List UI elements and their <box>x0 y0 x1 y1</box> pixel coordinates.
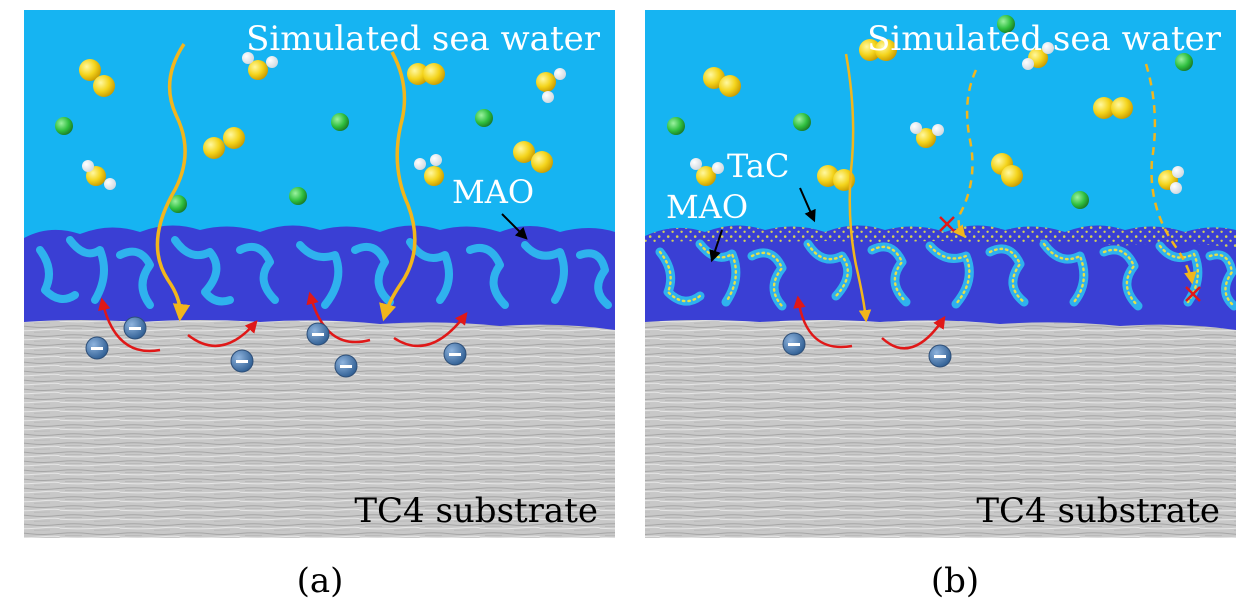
chloride-ion <box>1175 53 1193 71</box>
corrosion-path <box>379 51 417 322</box>
electron-path <box>306 291 371 344</box>
water-molecule <box>910 122 944 148</box>
oxygen-molecule <box>991 153 1023 187</box>
tac-pore-lining <box>658 242 1236 308</box>
mao-label: MAO <box>666 188 748 226</box>
oxygen-molecule <box>1093 97 1133 119</box>
oxygen-molecule <box>407 63 445 85</box>
chloride-ion <box>331 113 349 131</box>
mao-label: MAO <box>452 173 534 211</box>
electron-path <box>98 297 161 353</box>
mao-pores <box>36 236 612 309</box>
water-molecule <box>242 52 278 80</box>
chloride-ion <box>289 187 307 205</box>
water-molecule <box>82 160 116 190</box>
electron-path <box>881 315 946 350</box>
chloride-ion <box>997 15 1015 33</box>
minus-circle-icon <box>123 316 147 340</box>
minus-circle-icon <box>306 322 330 346</box>
tac-surface-coverage <box>645 225 1236 248</box>
tac-pointer <box>799 187 816 223</box>
oxygen-molecule <box>513 141 553 173</box>
mao-pointer <box>709 229 723 263</box>
water-molecule <box>414 154 444 186</box>
corrosion-path-blocked <box>1144 63 1197 285</box>
panel-caption-a: (a) <box>297 561 344 601</box>
panel-b: Simulated sea water TaC MAO TC4 substrat… <box>645 10 1236 538</box>
corrosion-path <box>844 53 872 323</box>
substrate-label: TC4 substrate <box>976 491 1220 531</box>
chloride-ion <box>1071 191 1089 209</box>
tac-label: TaC <box>727 147 789 185</box>
oxygen-molecule <box>203 127 245 159</box>
chloride-ion <box>475 109 493 127</box>
chloride-ion <box>55 117 73 135</box>
mao-layer <box>645 225 1236 330</box>
electron-path <box>793 295 853 349</box>
environment-label: Simulated sea water <box>246 19 601 59</box>
oxygen-molecule <box>79 59 115 97</box>
chloride-ion <box>793 113 811 131</box>
oxygen-molecule <box>859 39 897 61</box>
minus-circle-icon <box>928 344 952 368</box>
electron-path <box>187 320 258 348</box>
chloride-ion <box>667 117 685 135</box>
substrate-label: TC4 substrate <box>354 491 598 531</box>
corrosion-path-blocked <box>952 69 978 238</box>
minus-circle-icon <box>443 342 467 366</box>
water-molecule <box>536 68 566 103</box>
water-molecule <box>1022 42 1054 70</box>
electron-path <box>393 312 468 348</box>
substrate-region <box>24 320 615 538</box>
seawater-region <box>24 10 615 240</box>
corrosion-path <box>155 43 191 322</box>
dissolved-species-a <box>55 52 566 213</box>
oxygen-molecule <box>703 67 741 97</box>
minus-circle-icon <box>230 349 254 373</box>
x-mark-icon <box>1185 286 1201 302</box>
x-mark-icon <box>939 216 955 232</box>
panel-a: Simulated sea water MAO TC4 substrate <box>24 10 615 538</box>
water-molecule <box>690 158 724 186</box>
panel-caption-b: (b) <box>931 561 979 601</box>
minus-circle-icon <box>782 332 806 356</box>
minus-circle-icon <box>334 354 358 378</box>
mao-pointer <box>501 213 528 240</box>
minus-circle-icon <box>85 336 109 360</box>
mao-layer <box>24 225 615 330</box>
chloride-ion <box>169 195 187 213</box>
environment-label: Simulated sea water <box>867 19 1222 59</box>
water-molecule <box>1158 166 1184 194</box>
